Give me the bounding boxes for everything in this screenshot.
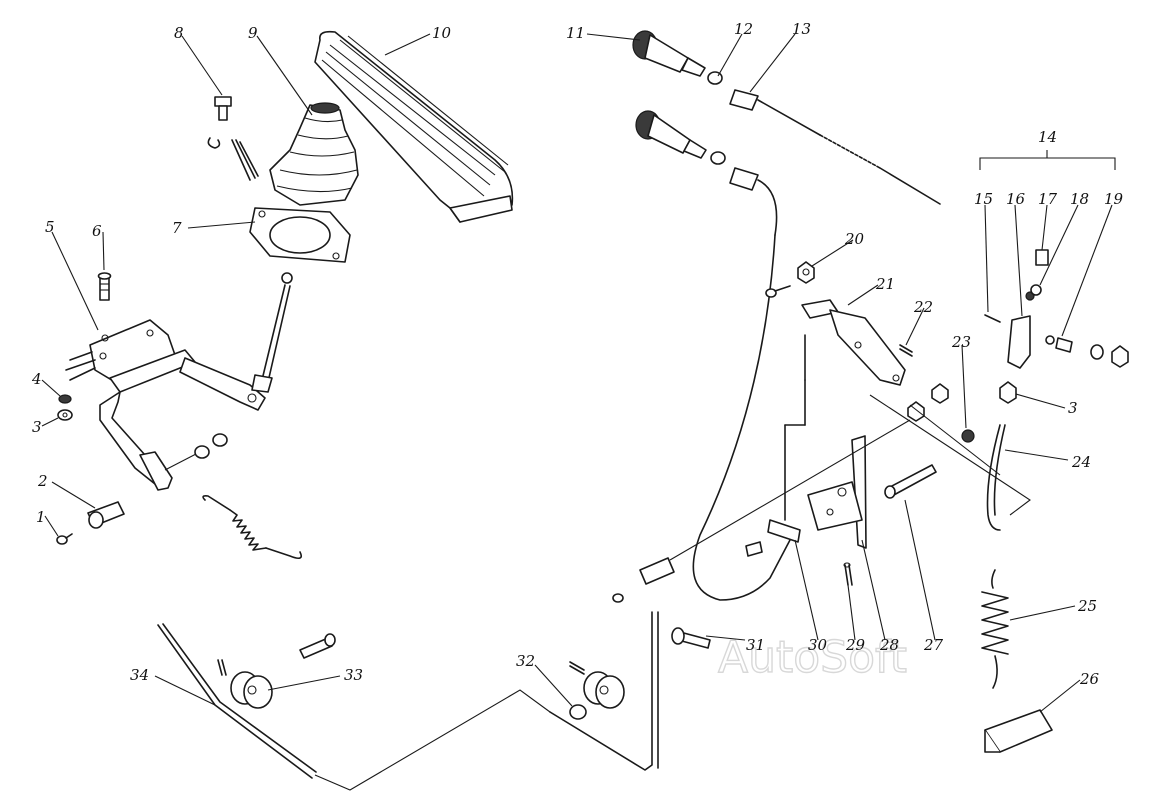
nuts-pair-left — [164, 433, 228, 471]
bracket-26 — [984, 709, 1053, 753]
callout-34: 34 — [130, 666, 149, 684]
rod-24 — [986, 424, 1006, 531]
cotter-pin-29 — [843, 562, 853, 586]
callout-9: 9 — [248, 24, 258, 42]
diagonal-guide-lines — [669, 394, 1031, 561]
callout-12: 12 — [734, 20, 753, 38]
fitting-near-30 — [612, 557, 675, 603]
callout-10: 10 — [432, 24, 452, 42]
lever-16 — [1007, 291, 1035, 369]
callout-30: 30 — [808, 636, 828, 654]
callout-28: 28 — [879, 636, 899, 654]
pedal-rod — [251, 272, 293, 393]
cotter-pin-22 — [899, 344, 913, 357]
callout-29: 29 — [845, 636, 866, 654]
bushing-pair-right — [583, 671, 625, 709]
linkage-rod-vertical — [784, 334, 806, 521]
callout-31: 31 — [746, 636, 765, 654]
callout-5: 5 — [45, 218, 55, 236]
callout-13: 13 — [792, 20, 811, 38]
callout-17: 17 — [1038, 190, 1058, 208]
screw-1 — [56, 533, 73, 545]
bolt-8 — [207, 96, 259, 181]
spring-clip-15 — [984, 314, 1001, 323]
callout-14: 14 — [1038, 128, 1057, 146]
accelerator-pedal-10 — [314, 30, 514, 223]
callout-16: 16 — [1006, 190, 1026, 208]
callout-32: 32 — [516, 652, 535, 670]
bolt-19-set — [1045, 335, 1129, 368]
washer-4 — [58, 394, 72, 404]
callout-33: 33 — [344, 666, 363, 684]
return-spring-left — [202, 495, 303, 560]
bolt-6 — [97, 272, 112, 301]
group-14-bracket — [979, 150, 1116, 170]
callout-1: 1 — [36, 508, 46, 526]
callout-27: 27 — [923, 636, 944, 654]
callout-labels: 1 2 3 3 4 5 6 7 8 9 10 11 12 13 14 15 16… — [31, 20, 1124, 688]
callout-23: 23 — [951, 333, 971, 351]
callout-22: 22 — [913, 298, 933, 316]
callout-19: 19 — [1104, 190, 1124, 208]
bushing-2 — [87, 501, 125, 529]
nuts-pair-right — [907, 383, 949, 422]
washer-23 — [961, 429, 975, 443]
rubber-boot-9 — [269, 102, 359, 206]
spring-25 — [981, 569, 1009, 689]
callout-24: 24 — [1071, 453, 1091, 471]
callout-25: 25 — [1077, 597, 1097, 615]
cap-17 — [1035, 249, 1049, 266]
gasket-7 — [249, 207, 351, 263]
pedal-lever-arm — [99, 357, 266, 491]
clamp-30 — [745, 519, 801, 557]
callout-11: 11 — [566, 24, 585, 42]
bracket-28 — [807, 435, 867, 549]
stud-27 — [884, 464, 937, 499]
nut-3-left — [57, 409, 73, 421]
bolt-31 — [671, 627, 711, 649]
lever-21 — [801, 299, 906, 386]
watermark-text: AutoSoft — [718, 632, 907, 683]
callout-8: 8 — [174, 24, 184, 42]
callout-2: 2 — [37, 472, 48, 490]
washer-32 — [569, 661, 587, 720]
callout-4: 4 — [31, 370, 42, 388]
callout-leaders — [41, 33, 1113, 713]
nut-3-right — [999, 381, 1017, 404]
pedal-bracket-5 — [65, 319, 196, 393]
callout-6: 6 — [92, 222, 102, 240]
callout-26: 26 — [1079, 670, 1100, 688]
linkage-line-bottom — [314, 689, 551, 791]
callout-3-left: 3 — [32, 418, 42, 436]
control-knob-cable-2 — [635, 110, 791, 601]
callout-15: 15 — [974, 190, 993, 208]
screw-18 — [1030, 284, 1042, 296]
callout-18: 18 — [1070, 190, 1089, 208]
callout-21: 21 — [875, 275, 895, 293]
screw-near-20 — [765, 285, 791, 298]
pivot-rod-right — [549, 611, 659, 771]
control-knob-cable-11 — [632, 30, 941, 205]
nut-20 — [797, 261, 815, 284]
callout-7: 7 — [172, 219, 182, 237]
bushing-33 — [217, 633, 336, 709]
callout-20: 20 — [844, 230, 865, 248]
callout-3-right: 3 — [1068, 399, 1078, 417]
